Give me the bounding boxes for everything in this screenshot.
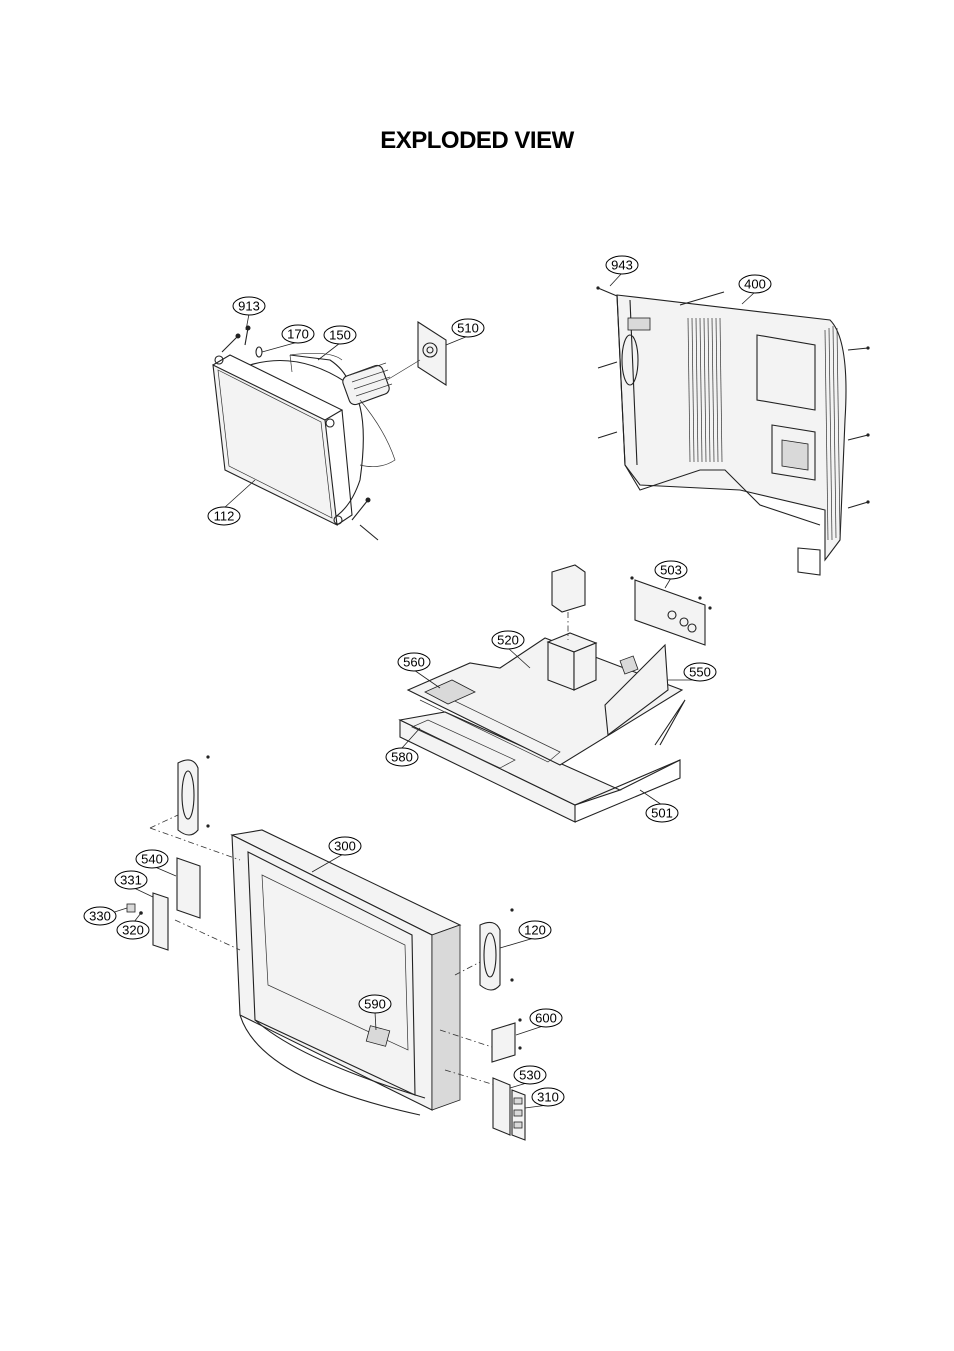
- svg-text:913: 913: [238, 299, 260, 314]
- callout-590: 590: [358, 994, 392, 1014]
- page-title: EXPLODED VIEW: [380, 127, 574, 154]
- callout-510: 510: [451, 318, 485, 338]
- callouts: 913 170 150 510 112 943 400 503: [83, 255, 772, 1107]
- callout-560: 560: [397, 652, 431, 672]
- callout-331: 331: [114, 870, 148, 890]
- svg-text:600: 600: [535, 1011, 557, 1026]
- svg-text:503: 503: [660, 563, 682, 578]
- callout-320: 320: [116, 920, 150, 940]
- callout-913: 913: [232, 296, 266, 316]
- callout-170: 170: [281, 324, 315, 344]
- callout-503: 503: [654, 560, 688, 580]
- front-cabinet-assembly: [126, 755, 526, 1141]
- callout-520: 520: [491, 630, 525, 650]
- svg-text:520: 520: [497, 633, 519, 648]
- svg-text:540: 540: [141, 852, 163, 867]
- svg-text:400: 400: [744, 277, 766, 292]
- svg-text:590: 590: [364, 997, 386, 1012]
- svg-text:150: 150: [329, 328, 351, 343]
- callout-580: 580: [385, 747, 419, 767]
- svg-text:331: 331: [120, 873, 142, 888]
- svg-text:943: 943: [611, 258, 633, 273]
- callout-501: 501: [645, 803, 679, 823]
- svg-text:501: 501: [651, 806, 673, 821]
- svg-text:320: 320: [122, 923, 144, 938]
- callout-leaders: [101, 272, 756, 1109]
- back-cover-assembly: [596, 286, 870, 576]
- svg-text:550: 550: [689, 665, 711, 680]
- callout-943: 943: [605, 255, 639, 275]
- svg-text:330: 330: [89, 909, 111, 924]
- callout-400: 400: [738, 274, 772, 294]
- svg-text:560: 560: [403, 655, 425, 670]
- svg-text:580: 580: [391, 750, 413, 765]
- picture-tube-assembly: [212, 320, 447, 541]
- callout-330: 330: [83, 906, 117, 926]
- svg-text:120: 120: [524, 923, 546, 938]
- svg-text:300: 300: [334, 839, 356, 854]
- callout-540: 540: [135, 849, 169, 869]
- callout-550: 550: [683, 662, 717, 682]
- svg-text:310: 310: [537, 1090, 559, 1105]
- svg-text:170: 170: [287, 327, 309, 342]
- svg-text:510: 510: [457, 321, 479, 336]
- chassis-assembly: [398, 564, 712, 823]
- svg-text:530: 530: [519, 1068, 541, 1083]
- callout-300: 300: [328, 836, 362, 856]
- callout-112: 112: [207, 506, 241, 526]
- callout-600: 600: [529, 1008, 563, 1028]
- callout-530: 530: [513, 1065, 547, 1085]
- callout-310: 310: [531, 1087, 565, 1107]
- svg-text:112: 112: [214, 509, 235, 524]
- callout-150: 150: [323, 325, 357, 345]
- callout-120: 120: [518, 920, 552, 940]
